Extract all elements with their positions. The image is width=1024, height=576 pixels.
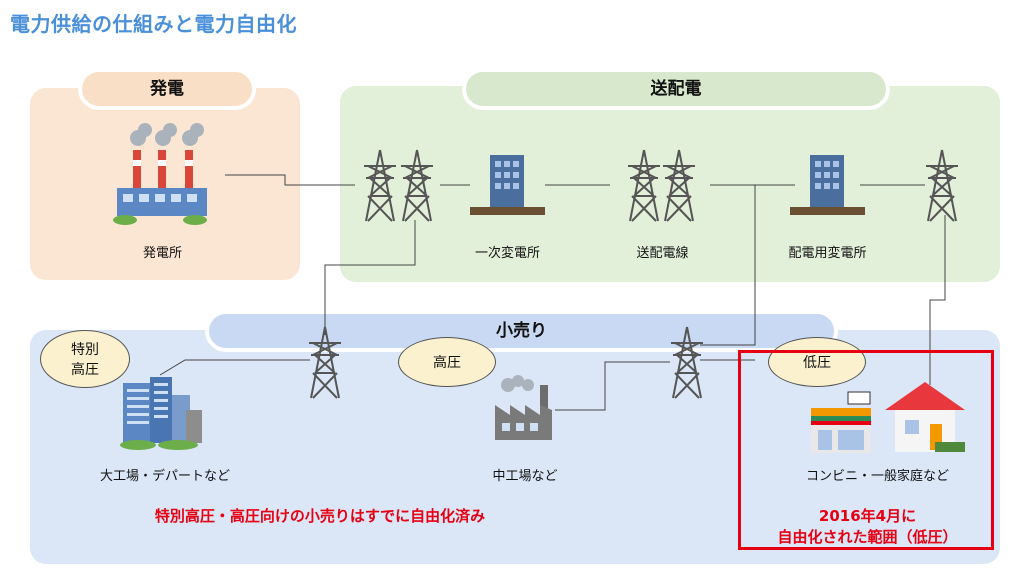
- liberalized-note: 特別高圧・高圧向けの小売りはすでに自由化済み: [154, 507, 486, 525]
- page-title: 電力供給の仕組みと電力自由化: [10, 12, 297, 36]
- transmission-tower-icon: [309, 326, 341, 399]
- house-icon: [885, 382, 965, 452]
- factory-icon: [495, 375, 552, 440]
- transmission-tower-icon: [628, 149, 660, 222]
- primary-substation-label: 一次変電所: [474, 246, 540, 261]
- homes-label: コンビニ・一般家庭など: [805, 469, 949, 484]
- power-plant-icon: [113, 123, 207, 225]
- distribution-pole-icon: [926, 149, 958, 222]
- large-factory-label: 大工場・デパートなど: [99, 469, 230, 484]
- low-voltage-bubble: 低圧: [768, 337, 866, 387]
- scope-note-line2: 自由化された範囲（低圧）: [777, 528, 958, 546]
- distribution-line-label: 送配電線: [636, 246, 689, 261]
- substation-building-icon: [470, 155, 545, 215]
- office-buildings-icon: [120, 377, 202, 450]
- bubble-line: 高圧: [71, 362, 99, 378]
- convenience-store-icon: [811, 391, 871, 453]
- bubble-text: 高圧: [433, 355, 461, 371]
- transmission-tower-icon: [364, 149, 396, 222]
- medium-factory-label: 中工場など: [492, 469, 558, 484]
- transmission-panel: [340, 86, 1000, 282]
- substation-building-icon: [790, 155, 865, 215]
- scope-note-line1: 2016年4月に: [818, 507, 917, 525]
- power-plant-label: 発電所: [142, 246, 182, 261]
- bubble-line: 特別: [71, 342, 99, 358]
- transmission-tower-icon: [671, 326, 703, 399]
- extra-high-voltage-bubble: 特別 高圧: [40, 330, 130, 388]
- transmission-header: 送配電: [462, 68, 890, 110]
- transmission-tower-icon: [401, 149, 433, 222]
- low-voltage-scope-box: [738, 350, 994, 550]
- bubble-text: 低圧: [803, 355, 831, 371]
- transmission-tower-icon: [663, 149, 695, 222]
- generation-header: 発電: [78, 68, 256, 110]
- high-voltage-bubble: 高圧: [398, 337, 496, 387]
- distribution-substation-label: 配電用変電所: [788, 246, 867, 261]
